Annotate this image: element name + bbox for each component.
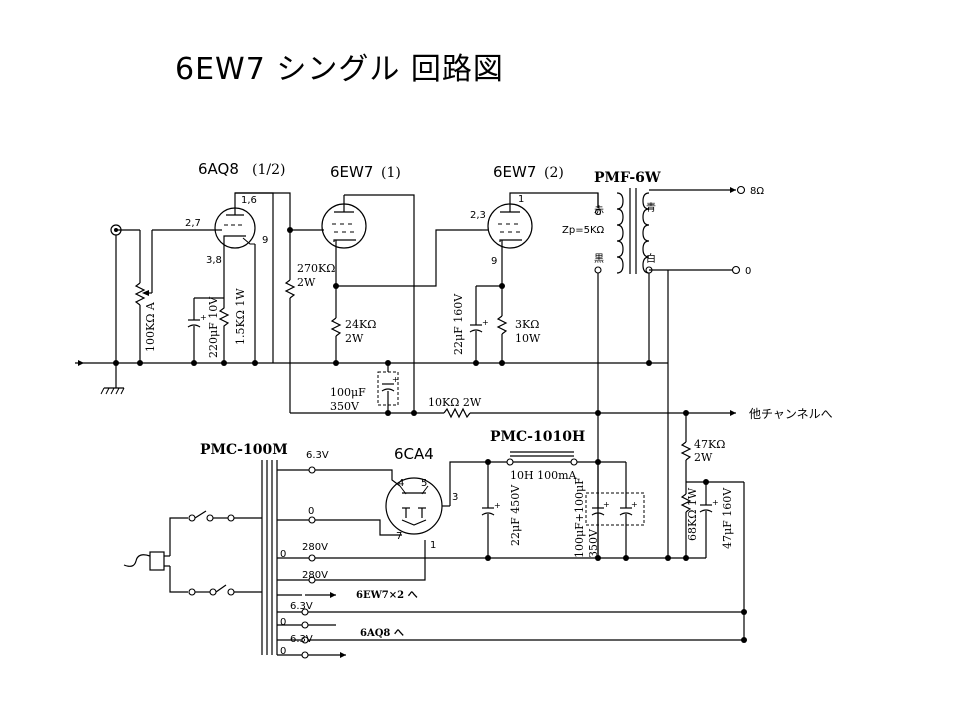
- pin-6ew7-2-plate: 1: [518, 194, 524, 205]
- sec-6v3-label-1: 6.3V: [306, 450, 329, 461]
- pin-6aq8-plate: 1,6: [241, 195, 257, 206]
- pin-6ca4-4: 4: [398, 478, 404, 489]
- sec-0-label-1: 0: [308, 506, 314, 517]
- res-270k: [284, 230, 296, 413]
- cap-filter-input: +: [481, 462, 501, 558]
- svg-text:+: +: [603, 500, 610, 509]
- svg-text:+: +: [631, 500, 638, 509]
- res-270k-label-2: 2W: [297, 276, 316, 289]
- bias-divider: +: [680, 413, 745, 612]
- ac-plug: [123, 517, 188, 593]
- opt-red-label: 赤: [594, 205, 604, 217]
- opt-black-label: 黒: [594, 253, 604, 265]
- to-6aq8-label: 6AQ8 へ: [360, 628, 404, 639]
- sec-280v-label-2: 280V: [302, 570, 328, 581]
- svg-text:+: +: [482, 318, 489, 327]
- spk-0-label: 0: [745, 266, 751, 277]
- power-switch: [188, 510, 262, 596]
- pin-6ew7-2-cathode: 9: [491, 256, 497, 267]
- pin-6ca4-3: 3: [452, 492, 458, 503]
- cap-22uf-450-label: 22μF 450V: [509, 484, 522, 546]
- res-47k-label: 47KΩ: [694, 438, 725, 451]
- tube-6ew7-2: [482, 202, 533, 286]
- tube-6ca4: [385, 461, 598, 535]
- tube-6ew7-1-unit: (1): [381, 165, 401, 181]
- res-10k-label: 10KΩ 2W: [428, 396, 482, 409]
- power-transformer: [261, 460, 278, 655]
- tube-6ew7-1-label: 6EW7: [330, 163, 373, 181]
- sec-0-label-3: 0: [280, 617, 286, 628]
- tube-6ew7-1: [320, 195, 367, 286]
- ground-symbol: [100, 387, 125, 395]
- tube-6ew7-2-unit: (2): [544, 165, 564, 181]
- other-channel-label: 他チャンネルへ: [749, 407, 833, 421]
- svg-text:+: +: [200, 313, 207, 322]
- to-6ew7-label: 6EW7×2 へ: [356, 590, 418, 601]
- tube-6aq8-label: 6AQ8: [198, 160, 239, 178]
- power-transformer-label: PMC-100M: [200, 442, 288, 458]
- pin-6aq8-grid: 2,7: [185, 218, 201, 229]
- tube-6ca4-label: 6CA4: [394, 445, 434, 463]
- cap-220uf-label: 220μF 10V: [207, 296, 220, 358]
- opt-zp-label: Zp=5KΩ: [562, 225, 604, 236]
- cathode-network-6aq8: +: [187, 252, 230, 363]
- opt-white-label: 白: [646, 252, 656, 265]
- pin-6ca4-7: 7: [396, 531, 402, 542]
- tube-6ew7-2-label: 6EW7: [493, 163, 536, 181]
- cap-100uf-label-2: 350V: [330, 400, 360, 413]
- wire-direct-coupling: [336, 229, 482, 287]
- res-3k-label-2: 10W: [515, 332, 541, 345]
- wire-6ew7-1-plate: [344, 194, 415, 413]
- spk-8ohm-label: 8Ω: [750, 186, 764, 197]
- pin-6aq8-heater: 9: [262, 235, 268, 246]
- res-1k5-label: 1.5KΩ 1W: [234, 288, 247, 345]
- wire-6aq8-plate: [235, 192, 291, 230]
- output-transformer: [594, 185, 746, 275]
- sec-6v3-label-2: 6.3V: [290, 601, 313, 612]
- choke-label: PMC-1010H: [490, 429, 585, 445]
- cap-100uf-label: 100μF: [330, 386, 366, 399]
- secondary-windings: [277, 466, 745, 659]
- cathode-network-6ew7-2: +: [469, 285, 508, 363]
- opt-label: PMF-6W: [594, 170, 661, 186]
- choke-spec-label: 10H 100mA: [510, 469, 578, 482]
- pin-6ca4-5: 5: [421, 478, 427, 489]
- tube-6aq8-unit: (1/2): [252, 162, 285, 178]
- svg-text:+: +: [392, 375, 399, 384]
- res-47k-label-2: 2W: [694, 451, 713, 464]
- res-3k-label: 3KΩ: [515, 318, 539, 331]
- pin-6aq8-cathode: 3,8: [206, 255, 222, 266]
- res-24k-label-2: 2W: [345, 332, 364, 345]
- res-270k-label: 270KΩ: [297, 262, 335, 275]
- diagram-title: 6EW7 シングル 回路図: [175, 52, 504, 87]
- pin-6ca4-1: 1: [430, 540, 436, 551]
- sec-6v3-label-3: 6.3V: [290, 634, 313, 645]
- ground-bus: [75, 360, 668, 366]
- sec-280v-label-1: 280V: [302, 542, 328, 553]
- pin-6ew7-2-grid: 2,3: [470, 210, 486, 221]
- res-24k-label: 24KΩ: [345, 318, 376, 331]
- res-24k: [330, 286, 342, 363]
- sec-0-label-2: 0: [280, 549, 286, 560]
- cap-100uf-x2-label: 100μF+100μF: [573, 477, 586, 558]
- b-plus-line: [290, 407, 736, 419]
- tube-6aq8: [214, 203, 256, 252]
- cap-filter-output: + +: [585, 461, 645, 558]
- svg-text:+: +: [712, 498, 719, 507]
- opt-blue-label: 青: [646, 201, 656, 214]
- volume-pot: [134, 229, 216, 363]
- cap-47uf-label: 47μF 160V: [721, 487, 734, 549]
- sec-0-label-4: 0: [280, 646, 286, 657]
- cap-22uf-160-label: 22μF 160V: [452, 293, 465, 355]
- volume-label: 100KΩ A: [144, 301, 157, 352]
- res-68k-label: 68KΩ 1W: [686, 487, 699, 541]
- cap-100uf-x2-label-2: 350V: [587, 528, 600, 558]
- junction-dots: [113, 227, 747, 643]
- svg-text:+: +: [494, 501, 501, 510]
- choke: [506, 451, 578, 466]
- decoupling-cap: +: [377, 363, 399, 413]
